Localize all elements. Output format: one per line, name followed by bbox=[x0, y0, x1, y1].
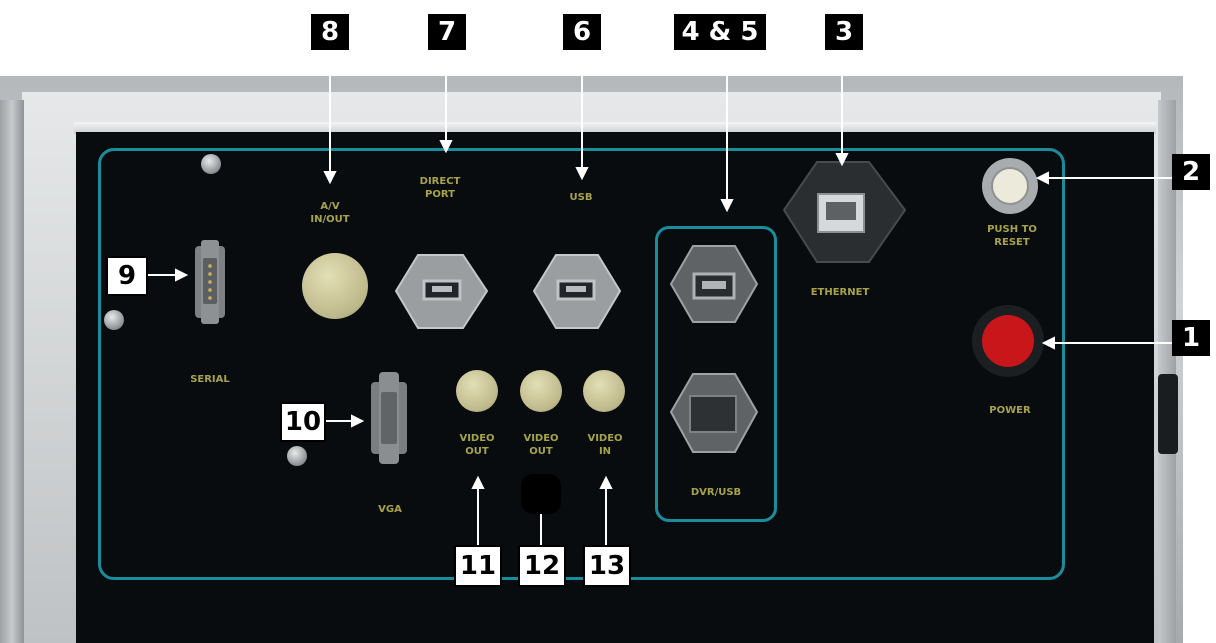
right-frame-post bbox=[1158, 100, 1176, 643]
vga-connector bbox=[371, 372, 407, 464]
direct-port-label: DIRECT PORT bbox=[419, 176, 461, 200]
mounting-screw bbox=[287, 446, 307, 466]
video-in-connector bbox=[583, 370, 625, 412]
callout-9: 9 bbox=[106, 256, 148, 296]
video-in-label: VIDEO IN bbox=[587, 433, 623, 457]
callout-10: 10 bbox=[280, 402, 326, 442]
video-out-1-connector bbox=[456, 370, 498, 412]
callout-11: 11 bbox=[454, 545, 502, 587]
callout-6: 6 bbox=[563, 14, 601, 50]
mounting-screw bbox=[201, 154, 221, 174]
callout-7: 7 bbox=[428, 14, 466, 50]
callout-3: 3 bbox=[825, 14, 863, 50]
video-out-1-label: VIDEO OUT bbox=[459, 433, 495, 457]
panel-top-lip bbox=[74, 122, 1156, 134]
serial-connector bbox=[195, 240, 225, 324]
left-frame-post bbox=[0, 100, 24, 643]
video-out-2-label: VIDEO OUT bbox=[523, 433, 559, 457]
power-label: POWER bbox=[989, 405, 1031, 416]
callout-13: 13 bbox=[583, 545, 631, 587]
dvr-usb-label: DVR/USB bbox=[690, 487, 742, 498]
callout-2: 2 bbox=[1172, 154, 1210, 190]
callout-1: 1 bbox=[1172, 320, 1210, 356]
usb-label: USB bbox=[569, 192, 593, 203]
callout-12: 12 bbox=[518, 545, 566, 587]
side-latch bbox=[1158, 374, 1178, 454]
av-in-out-label: A/V IN/OUT bbox=[310, 201, 350, 225]
callout-4-and-5: 4 & 5 bbox=[674, 14, 766, 50]
ethernet-label: ETHERNET bbox=[810, 287, 870, 298]
mounting-screw bbox=[104, 310, 124, 330]
grommet bbox=[521, 474, 561, 514]
vga-label: VGA bbox=[378, 504, 402, 515]
av-in-out-connector bbox=[302, 253, 368, 319]
dvr-usb-group-outline bbox=[655, 226, 777, 522]
callout-8: 8 bbox=[311, 14, 349, 50]
push-to-reset-label: PUSH TO RESET bbox=[987, 224, 1037, 248]
callout-arrows bbox=[148, 56, 1172, 545]
video-out-2-connector bbox=[520, 370, 562, 412]
serial-label: SERIAL bbox=[190, 374, 230, 385]
